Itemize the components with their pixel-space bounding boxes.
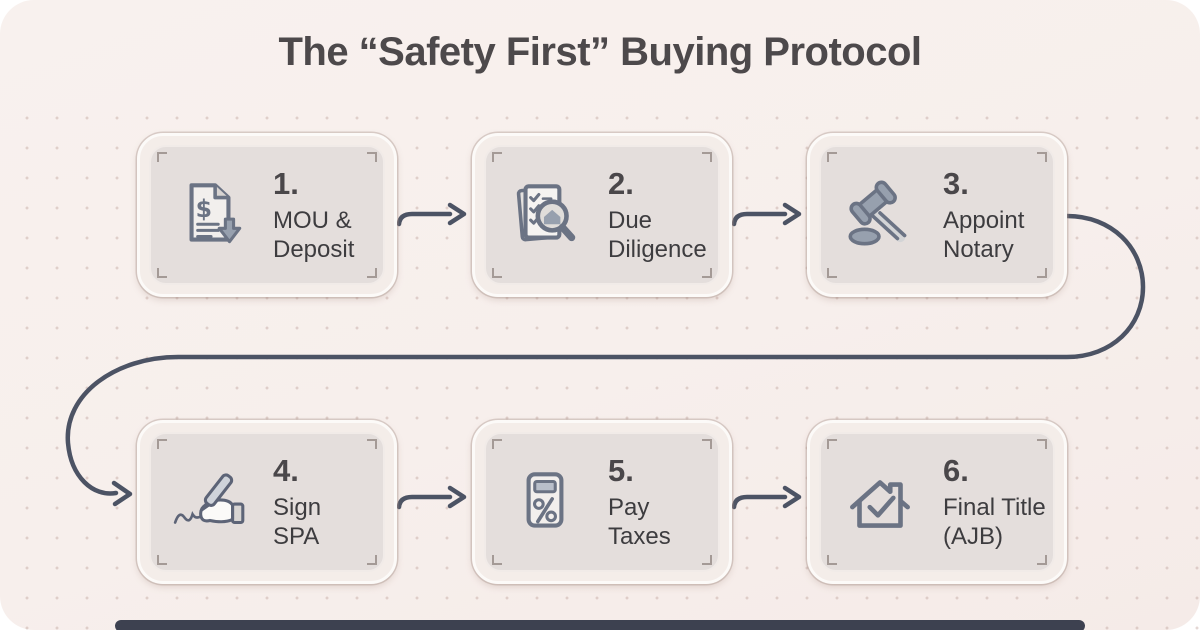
step-box-2-due-diligence: 2. Due Diligence: [472, 133, 732, 297]
document-magnifier-icon: [502, 174, 588, 256]
step-5-texts: 5. Pay Taxes: [608, 453, 671, 552]
step-label-line2: Deposit: [273, 235, 355, 263]
corner-tick: [1037, 555, 1047, 565]
corner-tick: [702, 555, 712, 565]
step-5-content: 5. Pay Taxes: [484, 432, 720, 572]
step-box-3-appoint-notary: 3. Appoint Notary: [807, 133, 1067, 297]
step-2-texts: 2. Due Diligence: [608, 166, 707, 265]
step-1-content: $ 1. MOU & Deposit: [149, 145, 385, 285]
page-title: The “Safety First” Buying Protocol: [278, 30, 922, 74]
step-box-6-final-title-ajb: 6. Final Title (AJB): [807, 420, 1067, 584]
house-check-icon: [837, 461, 923, 543]
step-4-panel: [149, 432, 385, 572]
signing-hand-icon: [167, 461, 253, 543]
step-label-line2: Diligence: [608, 235, 707, 263]
corner-tick: [367, 555, 377, 565]
bottom-accent-bar: [115, 620, 1085, 630]
step-number: 2.: [608, 165, 634, 201]
corner-tick: [157, 268, 167, 278]
corner-tick: [157, 555, 167, 565]
step-6-texts: 6. Final Title (AJB): [943, 453, 1046, 552]
gavel-icon: [837, 174, 923, 256]
dollar-document-icon: $: [167, 174, 253, 256]
step-label-line1: Due: [608, 206, 653, 234]
corner-tick: [702, 268, 712, 278]
corner-tick: [827, 555, 837, 565]
step-box-5-pay-taxes: 5. Pay Taxes: [472, 420, 732, 584]
step-number: 4.: [273, 452, 299, 488]
calculator-percent-icon: [502, 461, 588, 543]
corner-tick: [702, 439, 712, 449]
step-label-line1: Pay: [608, 493, 650, 521]
corner-tick: [827, 152, 837, 162]
corner-tick: [1037, 439, 1047, 449]
step-6-content: 6. Final Title (AJB): [819, 432, 1055, 572]
step-number: 1.: [273, 165, 299, 201]
svg-text:$: $: [196, 195, 212, 223]
corner-tick: [827, 268, 837, 278]
step-label-line2: (AJB): [943, 522, 1003, 550]
step-box-4-sign-spa: 4. Sign SPA: [137, 420, 397, 584]
corner-tick: [492, 439, 502, 449]
corner-tick: [157, 152, 167, 162]
step-1-texts: 1. MOU & Deposit: [273, 166, 354, 265]
corner-tick: [367, 152, 377, 162]
step-number: 5.: [608, 452, 634, 488]
step-label-line1: MOU &: [273, 206, 352, 234]
corner-tick: [492, 555, 502, 565]
step-number: 3.: [943, 165, 969, 201]
step-label-line2: SPA: [273, 522, 320, 550]
step-5-panel: [484, 432, 720, 572]
step-2-content: 2. Due Diligence: [484, 145, 720, 285]
step-label-line1: Final Title: [943, 493, 1046, 521]
corner-tick: [702, 152, 712, 162]
step-label-line1: Sign: [273, 493, 322, 521]
corner-tick: [492, 268, 502, 278]
corner-tick: [1037, 152, 1047, 162]
step-1-panel: [149, 145, 385, 285]
step-number: 6.: [943, 452, 969, 488]
step-box-1-mou-deposit: $ 1. MOU & Deposit: [137, 133, 397, 297]
corner-tick: [492, 152, 502, 162]
corner-tick: [827, 439, 837, 449]
step-4-texts: 4. Sign SPA: [273, 453, 321, 552]
step-label-line2: Notary: [943, 235, 1014, 263]
corner-tick: [157, 439, 167, 449]
step-3-texts: 3. Appoint Notary: [943, 166, 1024, 265]
corner-tick: [367, 439, 377, 449]
step-4-content: 4. Sign SPA: [149, 432, 385, 572]
step-label-line1: Appoint: [943, 206, 1025, 234]
corner-tick: [1037, 268, 1047, 278]
step-label-line2: Taxes: [608, 522, 671, 550]
corner-tick: [367, 268, 377, 278]
step-3-content: 3. Appoint Notary: [819, 145, 1055, 285]
